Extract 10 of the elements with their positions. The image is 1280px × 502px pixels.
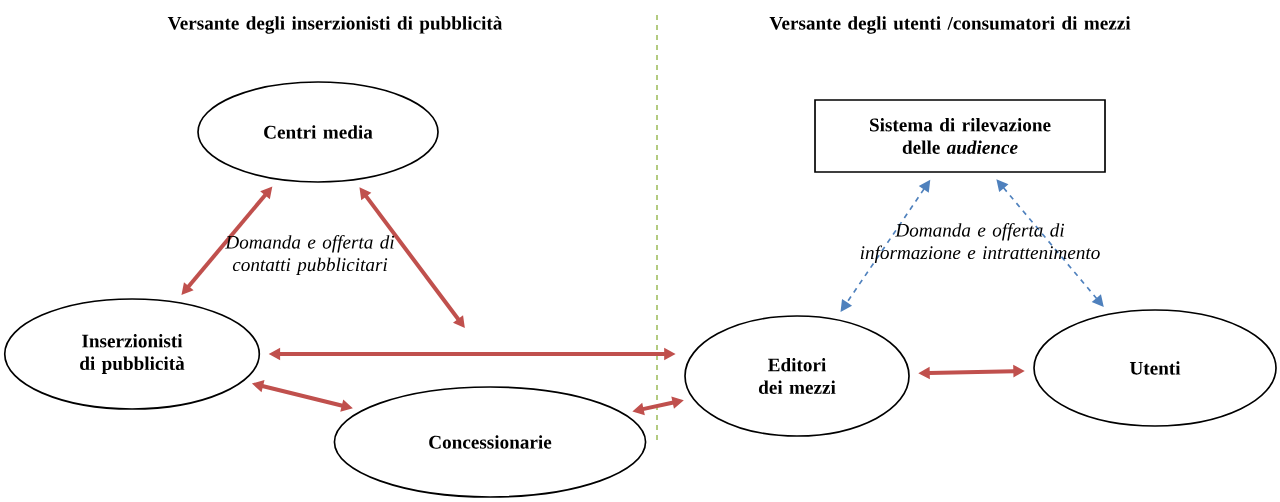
- ellipse-node: Centri media: [197, 81, 439, 183]
- ellipse-node: Editori dei mezzi: [684, 315, 910, 437]
- ellipse-node: Concessionarie: [333, 386, 647, 498]
- heading: Versante degli utenti /consumatori di mezzi: [769, 16, 1131, 34]
- annotation-text: Domanda e offerta di contatti pubblicitari: [225, 234, 395, 275]
- annotation-text: Domanda e offerta di informazione e intrattenimento: [860, 222, 1100, 263]
- ellipse-node: Utenti: [1033, 309, 1277, 427]
- process-box: Sistema di rilevazione delle audience: [814, 99, 1106, 173]
- ellipse-node: Inserzionisti di pubblicità: [3, 298, 261, 410]
- heading: Versante degli inserzionisti di pubblicità: [167, 16, 503, 34]
